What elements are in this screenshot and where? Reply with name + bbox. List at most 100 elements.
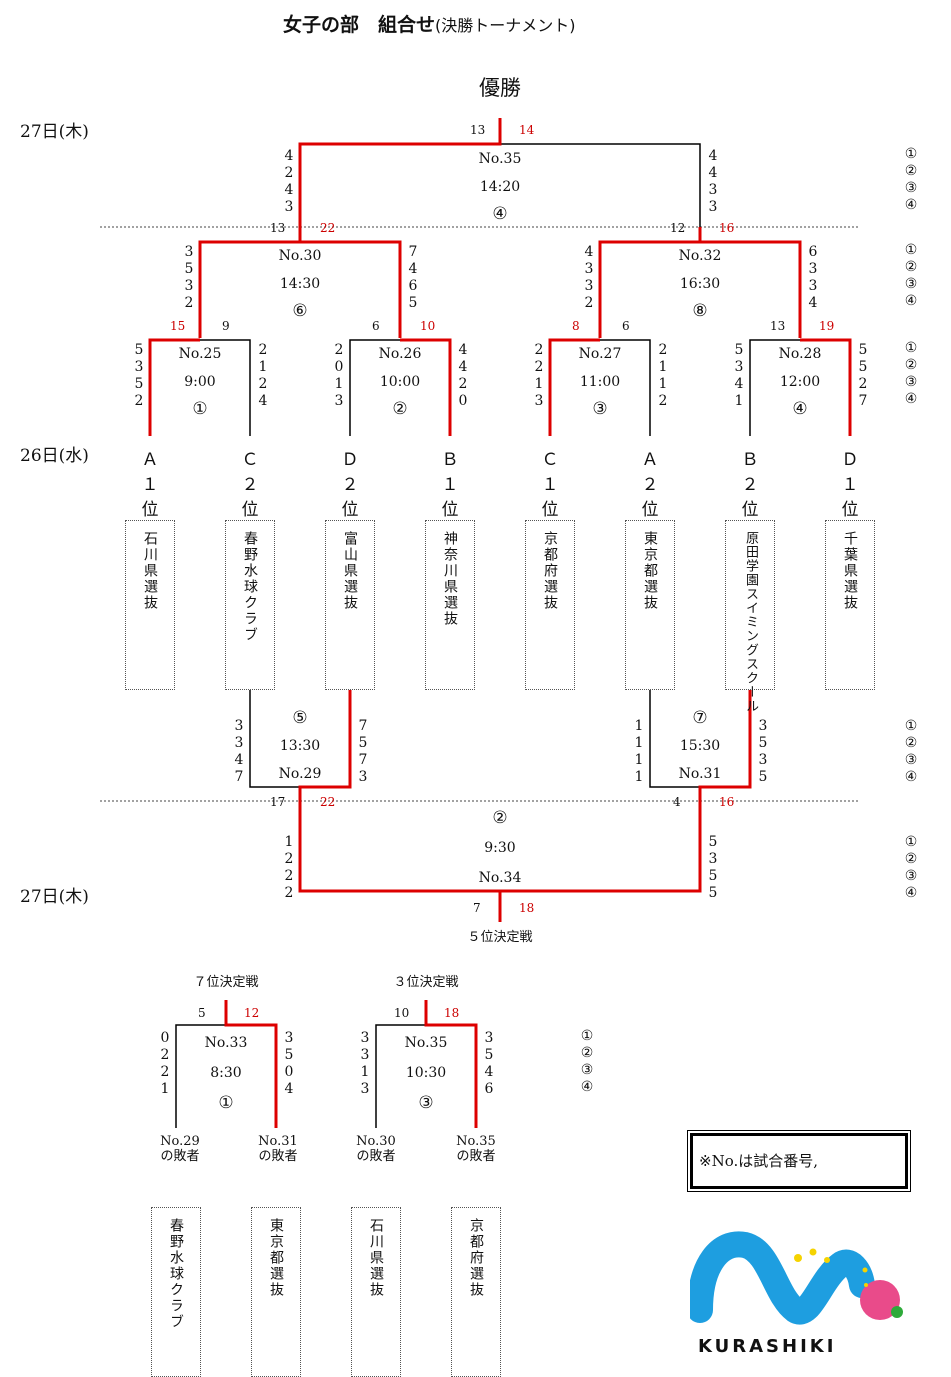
cons1-time: 13:30 xyxy=(279,738,321,754)
cons1-quarters-left: 3347 xyxy=(231,718,247,786)
qf3-quarters-left: 2213 xyxy=(531,342,547,410)
loser-team-name-1: 春野水球クラブ xyxy=(168,1218,184,1330)
seventh-score-left: 5 xyxy=(198,1006,206,1020)
team-name-8: 千葉県選抜 xyxy=(842,531,858,611)
seventh-score-right: 12 xyxy=(244,1006,260,1020)
cons2-court: ⑦ xyxy=(692,708,708,728)
quarter-legend-3: ①②③④ xyxy=(903,340,919,408)
qf1-quarters-right: 2124 xyxy=(255,342,271,410)
cons1-match-no: No.29 xyxy=(278,766,322,782)
cons1-court: ⑤ xyxy=(292,708,308,728)
quarter-legend-1: ①②③④ xyxy=(903,146,919,214)
semi2-time: 16:30 xyxy=(679,276,721,292)
team-box-5: 京都府選抜 xyxy=(525,520,575,690)
third-quarters-left: 3313 xyxy=(357,1030,373,1098)
fifth-court: ② xyxy=(492,808,508,828)
qf2-quarters-left: 2013 xyxy=(331,342,347,410)
team-box-8: 千葉県選抜 xyxy=(825,520,875,690)
cons2-time: 15:30 xyxy=(679,738,721,754)
qf1-court: ① xyxy=(192,399,208,419)
qf4-match-no: No.28 xyxy=(778,346,822,362)
semi2-score-right: 16 xyxy=(719,221,735,235)
kurashiki-logo-icon xyxy=(690,1231,903,1325)
final-quarters-right: 4433 xyxy=(705,148,721,216)
cons2-match-no: No.31 xyxy=(678,766,722,782)
loser-team-name-4: 京都府選抜 xyxy=(468,1218,484,1298)
qf2-time: 10:00 xyxy=(379,374,421,390)
qf1-time: 9:00 xyxy=(184,374,216,390)
qf4-quarters-right: 5527 xyxy=(855,342,871,410)
fifth-place-label: ５位決定戦 xyxy=(467,930,533,945)
qf3-score-left: 8 xyxy=(572,319,580,333)
final-score-left: 13 xyxy=(470,123,486,137)
team-box-6: 東京都選抜 xyxy=(625,520,675,690)
final-match-no: No.35 xyxy=(478,151,522,167)
quarter-legend-5: ①②③④ xyxy=(903,834,919,902)
semi2-quarters-left: 4332 xyxy=(581,244,597,312)
qf1-quarters-left: 5352 xyxy=(131,342,147,410)
team-name-5: 京都府選抜 xyxy=(542,531,558,611)
qf1-score-right: 9 xyxy=(222,319,230,333)
qf3-quarters-right: 2112 xyxy=(655,342,671,410)
team-box-2: 春野水球クラブ xyxy=(225,520,275,690)
final-court: ④ xyxy=(492,204,508,224)
loser-team-box-2: 東京都選抜 xyxy=(251,1207,301,1377)
champion-label: 優勝 xyxy=(479,76,521,100)
team-name-2: 春野水球クラブ xyxy=(242,531,258,643)
semi1-score-left: 13 xyxy=(270,221,286,235)
team-box-7: 原田学園スイミングスクール xyxy=(725,520,775,713)
qf3-match-no: No.27 xyxy=(578,346,622,362)
third-score-right: 18 xyxy=(444,1006,460,1020)
qf3-court: ③ xyxy=(592,399,608,419)
fifth-score-right: 22 xyxy=(320,795,336,809)
team-name-7: 原田学園スイミングスクール xyxy=(743,531,758,713)
semi1-court: ⑥ xyxy=(292,301,308,321)
qf1-score-left: 15 xyxy=(170,319,186,333)
qf3-time: 11:00 xyxy=(579,374,621,390)
qf4-time: 12:00 xyxy=(779,374,821,390)
qf2-quarters-right: 4420 xyxy=(455,342,471,410)
semi2-match-no: No.32 xyxy=(678,248,722,264)
loser-team-box-4: 京都府選抜 xyxy=(451,1207,501,1377)
semi2-quarters-right: 6334 xyxy=(805,244,821,312)
semi1-match-no: No.30 xyxy=(278,248,322,264)
seventh-quarters-right: 3504 xyxy=(281,1030,297,1098)
loser-team-name-3: 石川県選抜 xyxy=(368,1218,384,1298)
cons1-quarters-right: 7573 xyxy=(355,718,371,786)
fifth-score-left: 17 xyxy=(270,795,286,809)
final-score-right: 14 xyxy=(519,123,535,137)
qf4-court: ④ xyxy=(792,399,808,419)
date-label-day27-bottom: 27日(木) xyxy=(20,887,89,907)
final-quarters-left: 4243 xyxy=(281,148,297,216)
logo-text: KURASHIKI xyxy=(698,1336,837,1357)
qf4-score-right: 19 xyxy=(819,319,835,333)
team-name-1: 石川県選抜 xyxy=(142,531,158,611)
qf3-score-right: 6 xyxy=(622,319,630,333)
semi2-court: ⑧ xyxy=(692,301,708,321)
loser-label-2: No.31の敗者 xyxy=(258,1134,298,1164)
quarter-legend-6: ①②③④ xyxy=(579,1028,595,1096)
seventh-court: ① xyxy=(218,1093,234,1113)
loser-label-3: No.30の敗者 xyxy=(356,1134,396,1164)
semi1-quarters-right: 7465 xyxy=(405,244,421,312)
qf2-score-left: 6 xyxy=(372,319,380,333)
qf4-quarters-left: 5341 xyxy=(731,342,747,410)
loser-team-name-2: 東京都選抜 xyxy=(268,1218,284,1298)
team-box-1: 石川県選抜 xyxy=(125,520,175,690)
team-box-3: 富山県選抜 xyxy=(325,520,375,690)
quarter-legend-2: ①②③④ xyxy=(903,242,919,310)
fifth-score-right2: 16 xyxy=(719,795,735,809)
fifth-score-left2: 4 xyxy=(673,795,681,809)
seventh-time: 8:30 xyxy=(210,1065,242,1081)
team-box-4: 神奈川県選抜 xyxy=(425,520,475,690)
semi1-time: 14:30 xyxy=(279,276,321,292)
third-court: ③ xyxy=(418,1093,434,1113)
fifth-quarters-left: 1222 xyxy=(281,834,297,902)
